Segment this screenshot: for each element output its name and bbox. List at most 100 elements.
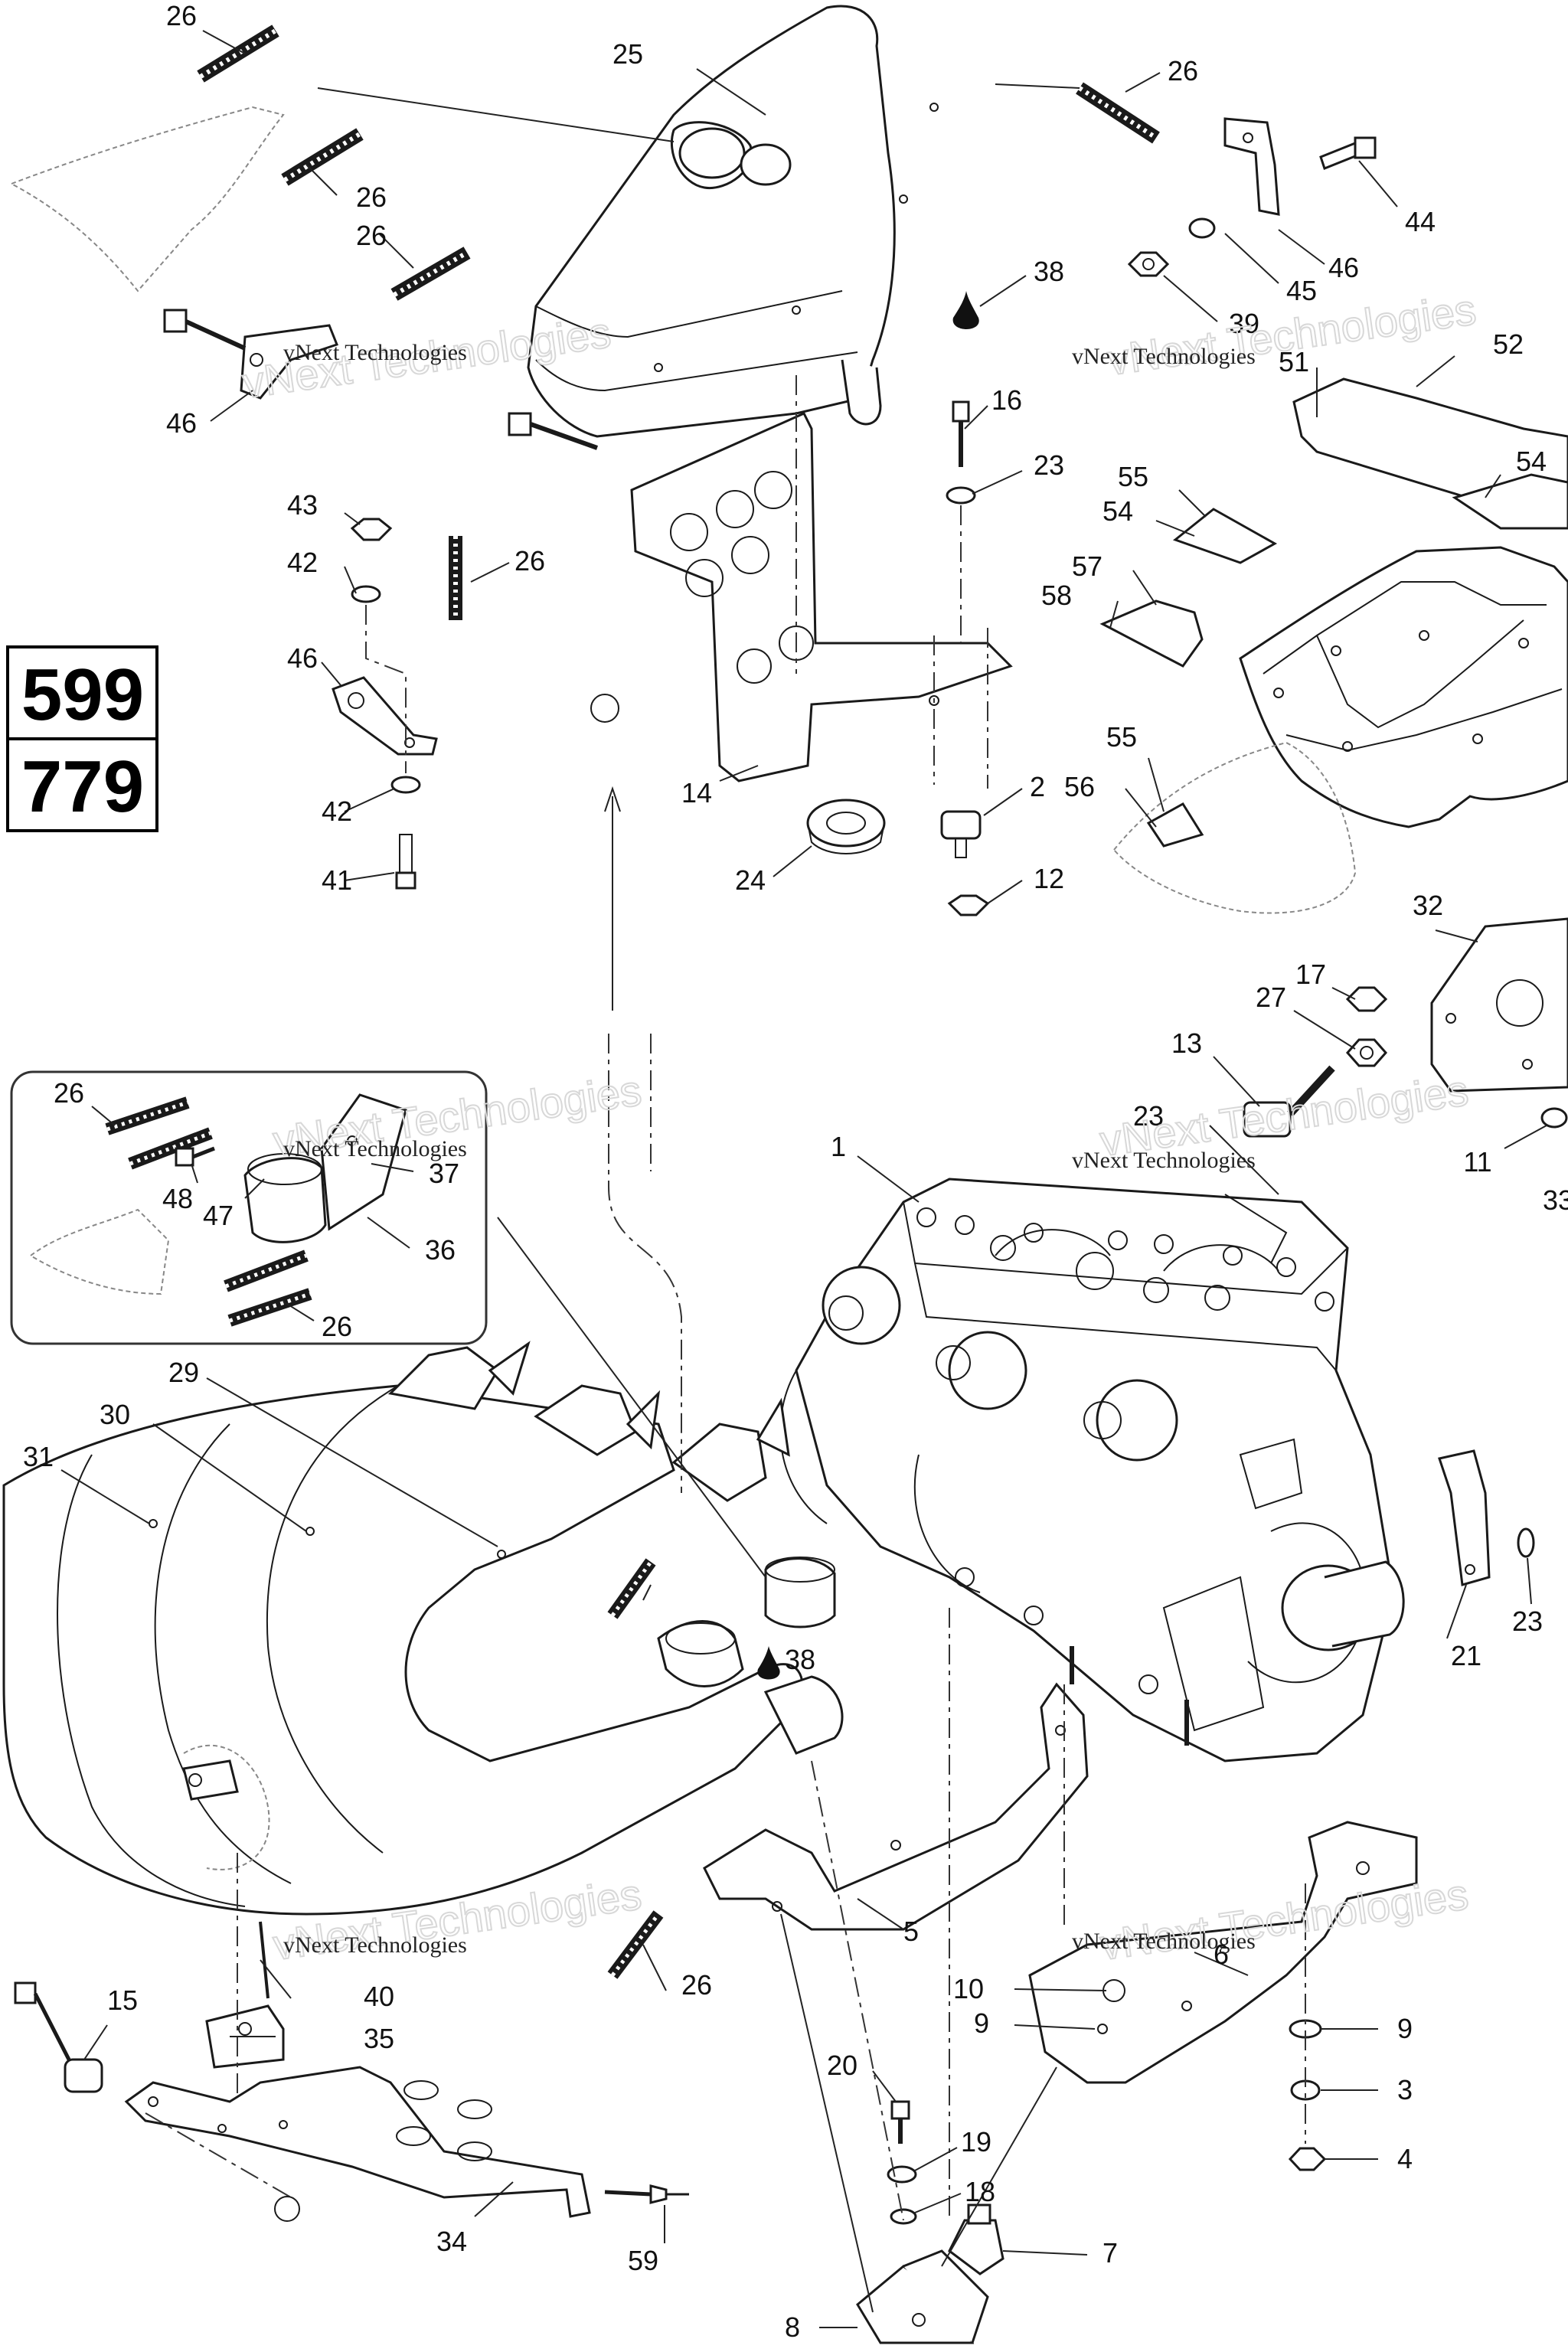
pad-57 <box>1099 599 1204 668</box>
callout-57: 57 <box>1072 550 1102 582</box>
spring-26-low <box>607 1910 664 1979</box>
belly-pan <box>1239 546 1568 828</box>
bolt-41 <box>395 834 416 890</box>
callout-21: 21 <box>1451 1640 1481 1671</box>
washer-19 <box>887 2165 917 2184</box>
callout-6: 6 <box>1214 1939 1229 1970</box>
washer-23a <box>946 486 976 505</box>
callout-59: 59 <box>628 2245 658 2276</box>
callout-36: 36 <box>425 1234 456 1266</box>
callout-17: 17 <box>1295 959 1326 990</box>
callout-41: 41 <box>322 864 352 896</box>
washer-42b <box>390 776 421 794</box>
callout-55: 55 <box>1106 721 1137 753</box>
callout-1: 1 <box>831 1131 846 1162</box>
callout-26: 26 <box>356 181 387 213</box>
callout-42: 42 <box>287 547 318 578</box>
callout-40: 40 <box>364 1981 394 2012</box>
spring-26-inset-a <box>105 1096 312 1327</box>
washer-18 <box>890 2208 917 2225</box>
callout-38: 38 <box>1034 256 1064 287</box>
pad-55 <box>1172 508 1278 564</box>
mount-plate-6 <box>1028 1821 1418 2084</box>
callout-43: 43 <box>287 489 318 521</box>
callout-26: 26 <box>681 1969 712 2001</box>
callout-26: 26 <box>356 220 387 251</box>
callout-37: 37 <box>429 1158 459 1189</box>
callout-58: 58 <box>1041 580 1072 611</box>
callout-10: 10 <box>953 1973 984 2004</box>
callout-8: 8 <box>785 2311 800 2343</box>
callout-7: 7 <box>1102 2237 1118 2269</box>
callout-2: 2 <box>1030 771 1045 802</box>
callout-26: 26 <box>514 545 545 577</box>
bolt-16 <box>952 400 970 467</box>
watermark: vNext Technologies <box>1072 1929 1256 1954</box>
bracket-34 <box>124 2066 591 2218</box>
watermark: vNext Technologies <box>1072 1148 1256 1173</box>
callout-3: 3 <box>1397 2074 1413 2105</box>
callout-16: 16 <box>991 384 1022 416</box>
callout-46: 46 <box>1328 252 1359 283</box>
callout-46: 46 <box>166 407 197 439</box>
callout-14: 14 <box>681 777 712 808</box>
callout-45: 45 <box>1286 275 1317 306</box>
pad-54 <box>1452 473 1568 530</box>
bolt-46-left <box>163 309 247 351</box>
nut-4 <box>1288 2147 1327 2171</box>
callout-25: 25 <box>612 38 643 70</box>
callout-47: 47 <box>203 1200 234 1231</box>
mount-8 <box>856 2249 989 2344</box>
spring-26-c <box>390 247 471 301</box>
bracket-46-small <box>332 676 438 756</box>
callout-11: 11 <box>1463 1146 1491 1178</box>
callout-12: 12 <box>1034 863 1064 894</box>
callout-5: 5 <box>903 1916 919 1947</box>
callout-23: 23 <box>1512 1606 1543 1637</box>
plate-32 <box>1430 917 1568 1093</box>
callout-54: 54 <box>1516 446 1547 477</box>
bracket-21 <box>1438 1449 1491 1586</box>
nut-39 <box>1127 251 1170 277</box>
callout-4: 4 <box>1397 2143 1413 2174</box>
callout-15: 15 <box>107 1984 138 2016</box>
watermark: vNext Technologies <box>283 340 467 365</box>
callout-35: 35 <box>364 2023 394 2054</box>
callout-9: 9 <box>1397 2013 1413 2044</box>
pad-51-52 <box>1292 377 1568 507</box>
callout-24: 24 <box>735 864 766 896</box>
callout-39: 39 <box>1229 308 1259 339</box>
bracket-46-top <box>1223 117 1280 216</box>
callout-23: 23 <box>1133 1100 1164 1132</box>
watermark: vNext Technologies <box>283 1932 467 1958</box>
washer-42a <box>351 585 381 603</box>
callout-13: 13 <box>1171 1027 1202 1059</box>
model-779: 779 <box>21 746 144 828</box>
callout-29: 29 <box>168 1357 199 1388</box>
model-box: 599 779 <box>6 645 158 832</box>
callout-44: 44 <box>1405 206 1436 237</box>
bolt-13 <box>1243 1065 1335 1138</box>
nut-17 <box>1345 986 1388 1012</box>
bolt-44 <box>1319 136 1377 170</box>
air-silencer <box>527 5 939 438</box>
callout-42: 42 <box>322 795 352 827</box>
callout-26: 26 <box>54 1077 84 1109</box>
callout-33: 33 <box>1543 1184 1568 1216</box>
callout-9: 9 <box>974 2007 989 2039</box>
callout-38: 38 <box>785 1644 815 1675</box>
spacer-15 <box>14 1981 103 2093</box>
leaders <box>60 30 1547 2328</box>
callout-46: 46 <box>287 642 318 674</box>
callout-19: 19 <box>961 2126 991 2158</box>
callout-26: 26 <box>322 1311 352 1342</box>
inset-box <box>10 1070 488 1345</box>
watermark: vNext Technologies <box>1072 344 1256 369</box>
bolt-20 <box>890 2100 910 2144</box>
callout-23: 23 <box>1034 449 1064 481</box>
callout-30: 30 <box>100 1399 130 1430</box>
callout-55: 55 <box>1118 461 1148 492</box>
callout-54: 54 <box>1102 495 1133 527</box>
callout-26: 26 <box>166 0 197 31</box>
